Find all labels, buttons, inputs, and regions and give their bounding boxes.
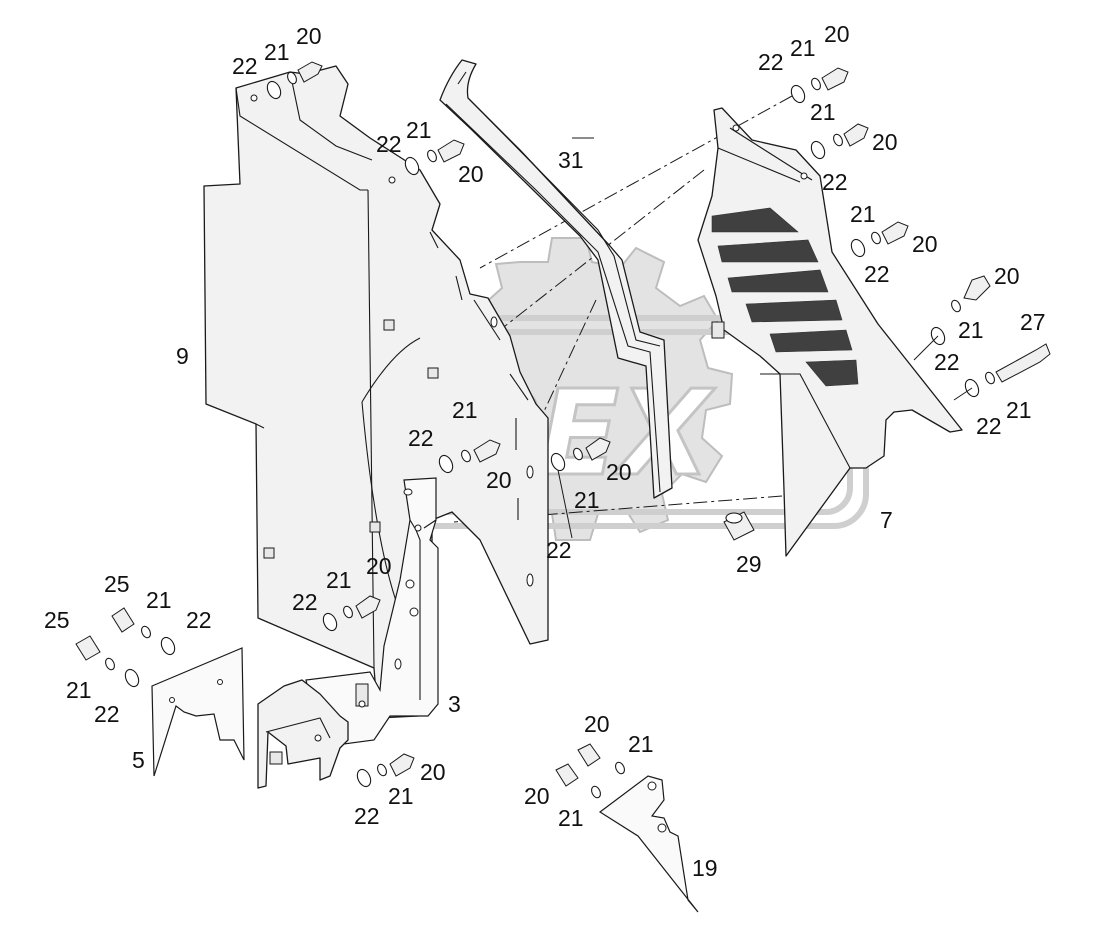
callout-21: 21 xyxy=(574,487,600,513)
callout-22: 22 xyxy=(292,589,318,615)
callout-21: 21 xyxy=(810,99,836,125)
callout-20: 20 xyxy=(994,263,1020,289)
callout-5: 5 xyxy=(132,747,145,773)
callout-21: 21 xyxy=(452,397,478,423)
callout-21: 21 xyxy=(1006,397,1032,423)
callout-20: 20 xyxy=(584,711,610,737)
callout-22: 22 xyxy=(354,803,380,829)
callout-20: 20 xyxy=(606,459,632,485)
callout-9: 9 xyxy=(176,343,189,369)
grille-mesh xyxy=(711,207,859,387)
part-9-side-panel xyxy=(203,65,549,719)
callout-20: 20 xyxy=(366,553,392,579)
callout-21: 21 xyxy=(66,677,92,703)
callout-22: 22 xyxy=(758,49,784,75)
fasteners xyxy=(75,61,1051,799)
callout-25: 25 xyxy=(44,607,70,633)
callout-22: 22 xyxy=(976,413,1002,439)
callout-22: 22 xyxy=(186,607,212,633)
callout-29: 29 xyxy=(736,551,762,577)
callout-21: 21 xyxy=(326,567,352,593)
callout-21: 21 xyxy=(146,587,172,613)
callout-31: 31 xyxy=(558,147,584,173)
callout-21: 21 xyxy=(790,35,816,61)
callout-20: 20 xyxy=(420,759,446,785)
part-5-plate xyxy=(151,647,245,777)
callout-22: 22 xyxy=(864,261,890,287)
callout-19: 19 xyxy=(692,855,718,881)
leader-lines xyxy=(557,137,973,539)
callout-20: 20 xyxy=(824,21,850,47)
callout-22: 22 xyxy=(408,425,434,451)
callout-21: 21 xyxy=(850,201,876,227)
callout-20: 20 xyxy=(912,231,938,257)
part-19-bracket xyxy=(598,775,699,913)
part-5-clip xyxy=(257,679,349,789)
part-29-spacer xyxy=(723,511,755,541)
callout-21: 21 xyxy=(628,731,654,757)
callout-21: 21 xyxy=(558,805,584,831)
callout-22: 22 xyxy=(94,701,120,727)
callout-22: 22 xyxy=(232,53,258,79)
callout-20: 20 xyxy=(524,783,550,809)
callout-22: 22 xyxy=(546,537,572,563)
callout-25: 25 xyxy=(104,571,130,597)
callout-22: 22 xyxy=(934,349,960,375)
part-3-bracket xyxy=(305,477,439,745)
callouts: 20 21 22 21 22 20 31 20 21 22 21 20 22 2… xyxy=(44,21,1046,881)
callout-21: 21 xyxy=(406,117,432,143)
callout-3: 3 xyxy=(448,691,461,717)
callout-22: 22 xyxy=(822,169,848,195)
callout-21: 21 xyxy=(388,783,414,809)
callout-21: 21 xyxy=(264,39,290,65)
callout-20: 20 xyxy=(458,161,484,187)
callout-20: 20 xyxy=(872,129,898,155)
part-7-grille-panel xyxy=(697,107,963,557)
callout-20: 20 xyxy=(296,23,322,49)
callout-20: 20 xyxy=(486,467,512,493)
callout-22: 22 xyxy=(376,131,402,157)
callout-27: 27 xyxy=(1020,309,1046,335)
part-31-seal-strip xyxy=(439,59,673,499)
callout-7: 7 xyxy=(880,507,893,533)
callout-21: 21 xyxy=(958,317,984,343)
